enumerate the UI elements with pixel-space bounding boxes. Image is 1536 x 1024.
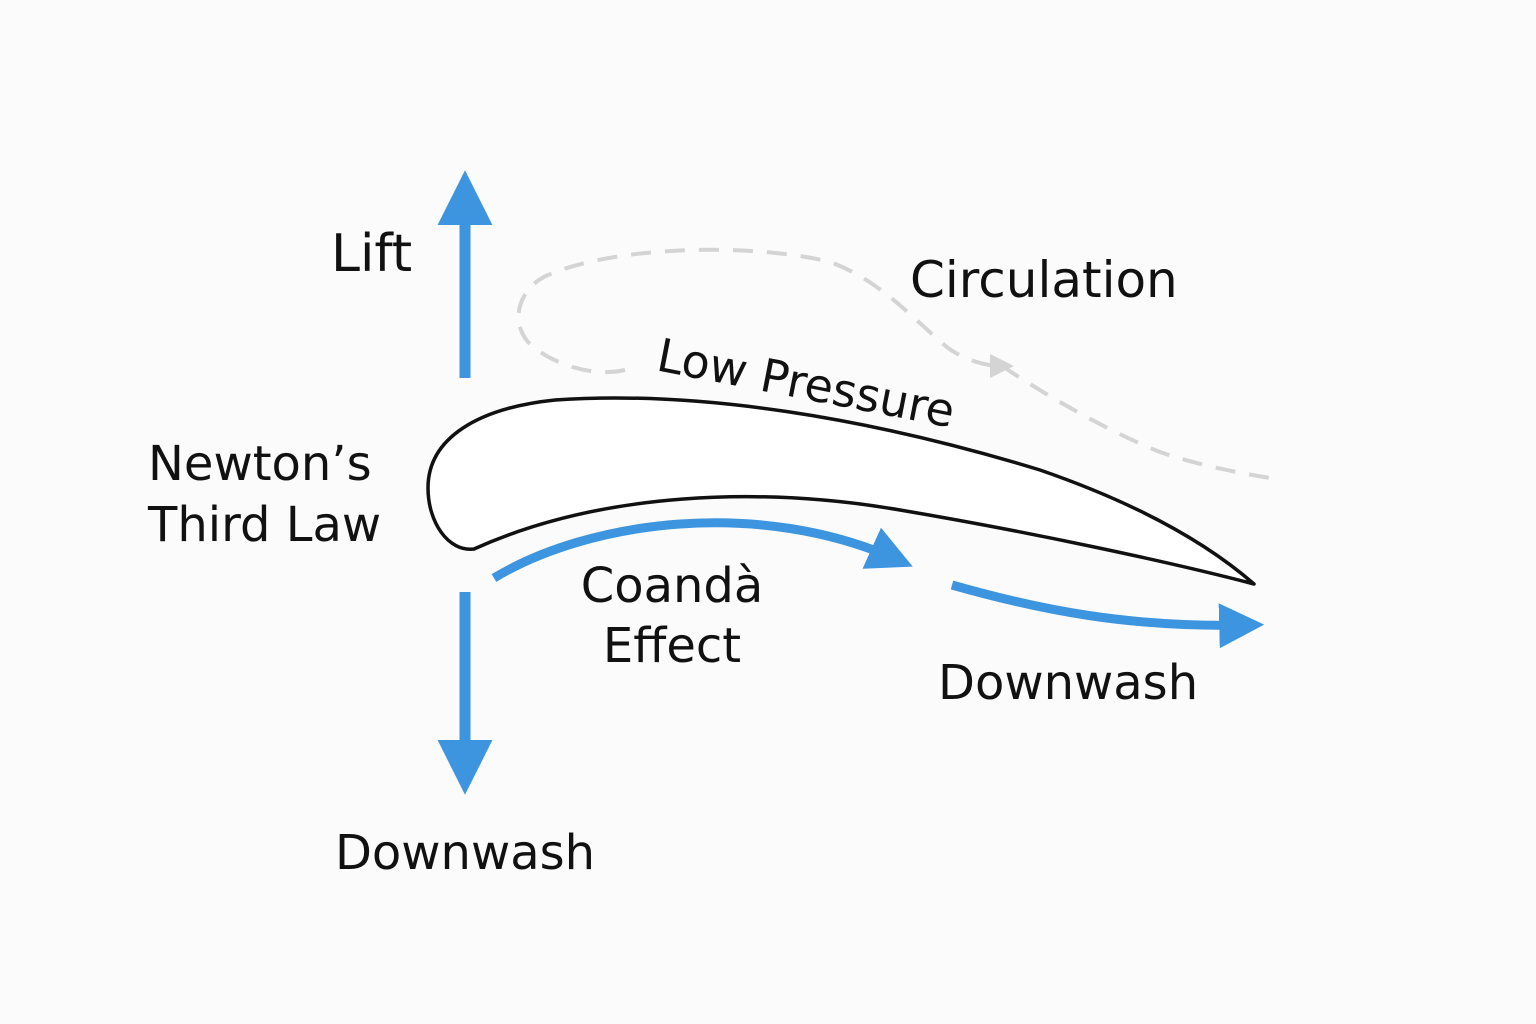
downwash-bottom-label: Downwash xyxy=(335,825,595,881)
coanda-effect-label-line2: Effect xyxy=(603,618,741,674)
downwash-right-label: Downwash xyxy=(938,655,1198,711)
circulation-label: Circulation xyxy=(910,251,1178,309)
coanda-flow-arrow-icon xyxy=(491,518,913,582)
newtons-third-law-label-line1: Newton’s xyxy=(148,436,372,492)
lift-label: Lift xyxy=(331,224,412,284)
circulation-arrow-icon xyxy=(516,247,1283,482)
airfoil-shape xyxy=(426,396,1256,586)
newtons-third-law-label-line2: Third Law xyxy=(147,497,381,553)
coanda-effect-label-line1: Coandà xyxy=(581,558,764,614)
downwash-right-arrow-icon xyxy=(950,580,1265,649)
